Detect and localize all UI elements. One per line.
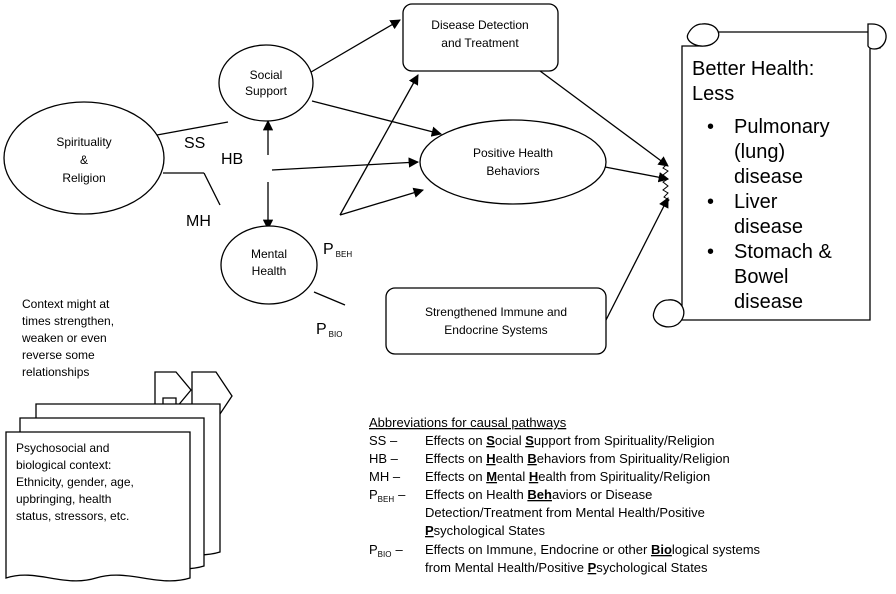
- bullet-icon: •: [707, 191, 714, 213]
- outcome-item-1-line-3: disease: [734, 166, 803, 188]
- context-note-line-2: times strengthen,: [22, 314, 114, 328]
- mental-health-line-1: Mental: [251, 247, 287, 261]
- outcome-item-3-line-3: disease: [734, 291, 803, 313]
- connectors: [156, 19, 670, 323]
- spirituality-line-1: Spirituality: [56, 135, 111, 149]
- context-note-line-5: relationships: [22, 365, 89, 379]
- link-mental-to-pbio: [313, 291, 346, 306]
- spirituality-line-2: &: [80, 153, 88, 167]
- abbr-code-hb: HB –: [369, 451, 399, 466]
- outcome-item-2-line-1: Liver: [734, 191, 778, 213]
- path-label-hb: HB: [221, 151, 243, 168]
- disease-detection-line-1: Disease Detection: [431, 18, 528, 32]
- positive-behaviors-line-2: Behaviors: [486, 164, 539, 178]
- context-note: Context might at times strengthen, weake…: [21, 297, 114, 379]
- immune-line-2: Endocrine Systems: [444, 323, 547, 337]
- bullet-icon: •: [707, 241, 714, 263]
- abbreviations-legend: Abbreviations for causal pathways SS – E…: [369, 415, 761, 575]
- abbr-desc-pbeh-line-3: Psychological States: [425, 523, 545, 538]
- abbr-code-mh: MH –: [369, 469, 401, 484]
- outcome-heading-line-1: Better Health:: [692, 58, 814, 80]
- abbr-desc-pbio-line-2: from Mental Health/Positive Psychologica…: [425, 560, 708, 575]
- impact-starburst: [661, 159, 670, 205]
- outcome-item-2-line-2: disease: [734, 216, 803, 238]
- positive-behaviors-line-1: Positive Health: [473, 146, 553, 160]
- abbr-desc-mh: Effects on Mental Health from Spirituali…: [425, 469, 710, 484]
- abbreviations-title: Abbreviations for causal pathways: [369, 415, 567, 430]
- arrow-social-to-positive-behaviors: [311, 100, 443, 137]
- context-doc-line-5: status, stressors, etc.: [16, 509, 129, 523]
- arrow-hb-to-positive-behaviors: [271, 157, 420, 171]
- path-label-ss: SS: [184, 135, 205, 152]
- link-spirituality-to-ss: [156, 121, 229, 136]
- arrow-positive-behaviors-to-outcome: [604, 166, 670, 183]
- abbr-code-pbeh: PBEH–: [369, 487, 406, 504]
- context-doc-line-2: biological context:: [16, 458, 111, 472]
- arrow-immune-to-outcome: [604, 197, 669, 323]
- node-mental-health: Mental Health: [220, 225, 318, 305]
- abbr-desc-pbio-line-1: Effects on Immune, Endocrine or other Bi…: [425, 542, 761, 557]
- arrow-disease-detection-to-outcome: [531, 64, 669, 167]
- context-doc-line-1: Psychosocial and: [16, 441, 109, 455]
- abbr-desc-pbeh-line-2: Detection/Treatment from Mental Health/P…: [425, 505, 705, 520]
- node-positive-health-behaviors: Positive Health Behaviors: [419, 119, 607, 205]
- abbr-desc-ss: Effects on Social Support from Spiritual…: [425, 433, 715, 448]
- bullet-icon: •: [707, 116, 714, 138]
- disease-detection-line-2: and Treatment: [441, 36, 519, 50]
- arrow-mental-to-positive-behaviors: [339, 187, 424, 216]
- mental-health-line-2: Health: [252, 264, 287, 278]
- outcome-heading-line-2: Less: [692, 83, 734, 105]
- abbr-desc-pbeh-line-1: Effects on Health Behaviors or Disease: [425, 487, 652, 502]
- outcome-item-1-line-1: Pulmonary: [734, 116, 830, 138]
- social-support-line-1: Social: [250, 68, 283, 82]
- context-note-line-1: Context might at: [22, 297, 110, 311]
- path-label-mh: MH: [186, 213, 211, 230]
- context-documents: Psychosocial and biological context: Eth…: [5, 403, 221, 582]
- spirituality-line-3: Religion: [62, 171, 105, 185]
- immune-line-1: Strengthened Immune and: [425, 305, 567, 319]
- abbr-desc-hb: Effects on Health Behaviors from Spiritu…: [425, 451, 730, 466]
- context-note-line-3: weaken or even: [21, 331, 107, 345]
- arrow-mental-to-disease-detection: [339, 74, 419, 216]
- abbr-code-pbio: PBIO–: [369, 542, 403, 559]
- link-spirituality-to-mh: [203, 172, 221, 206]
- context-doc-line-3: Ethnicity, gender, age,: [16, 475, 134, 489]
- arrow-social-to-disease-detection: [305, 19, 401, 76]
- outcome-item-3-line-1: Stomach &: [734, 241, 832, 263]
- node-strengthened-immune: Strengthened Immune and Endocrine System…: [385, 287, 607, 355]
- node-spirituality-religion: Spirituality & Religion: [3, 101, 165, 215]
- node-social-support: Social Support: [218, 44, 314, 122]
- context-doc-line-4: upbringing, health: [16, 492, 111, 506]
- outcome-item-3-line-2: Bowel: [734, 266, 788, 288]
- context-note-line-4: reverse some: [22, 348, 95, 362]
- abbr-code-ss: SS –: [369, 433, 398, 448]
- social-support-line-2: Support: [245, 84, 288, 98]
- node-disease-detection: Disease Detection and Treatment: [402, 3, 559, 72]
- outcome-scroll: Better Health: Less • Pulmonary (lung) d…: [652, 23, 887, 328]
- outcome-item-1-line-2: (lung): [734, 141, 785, 163]
